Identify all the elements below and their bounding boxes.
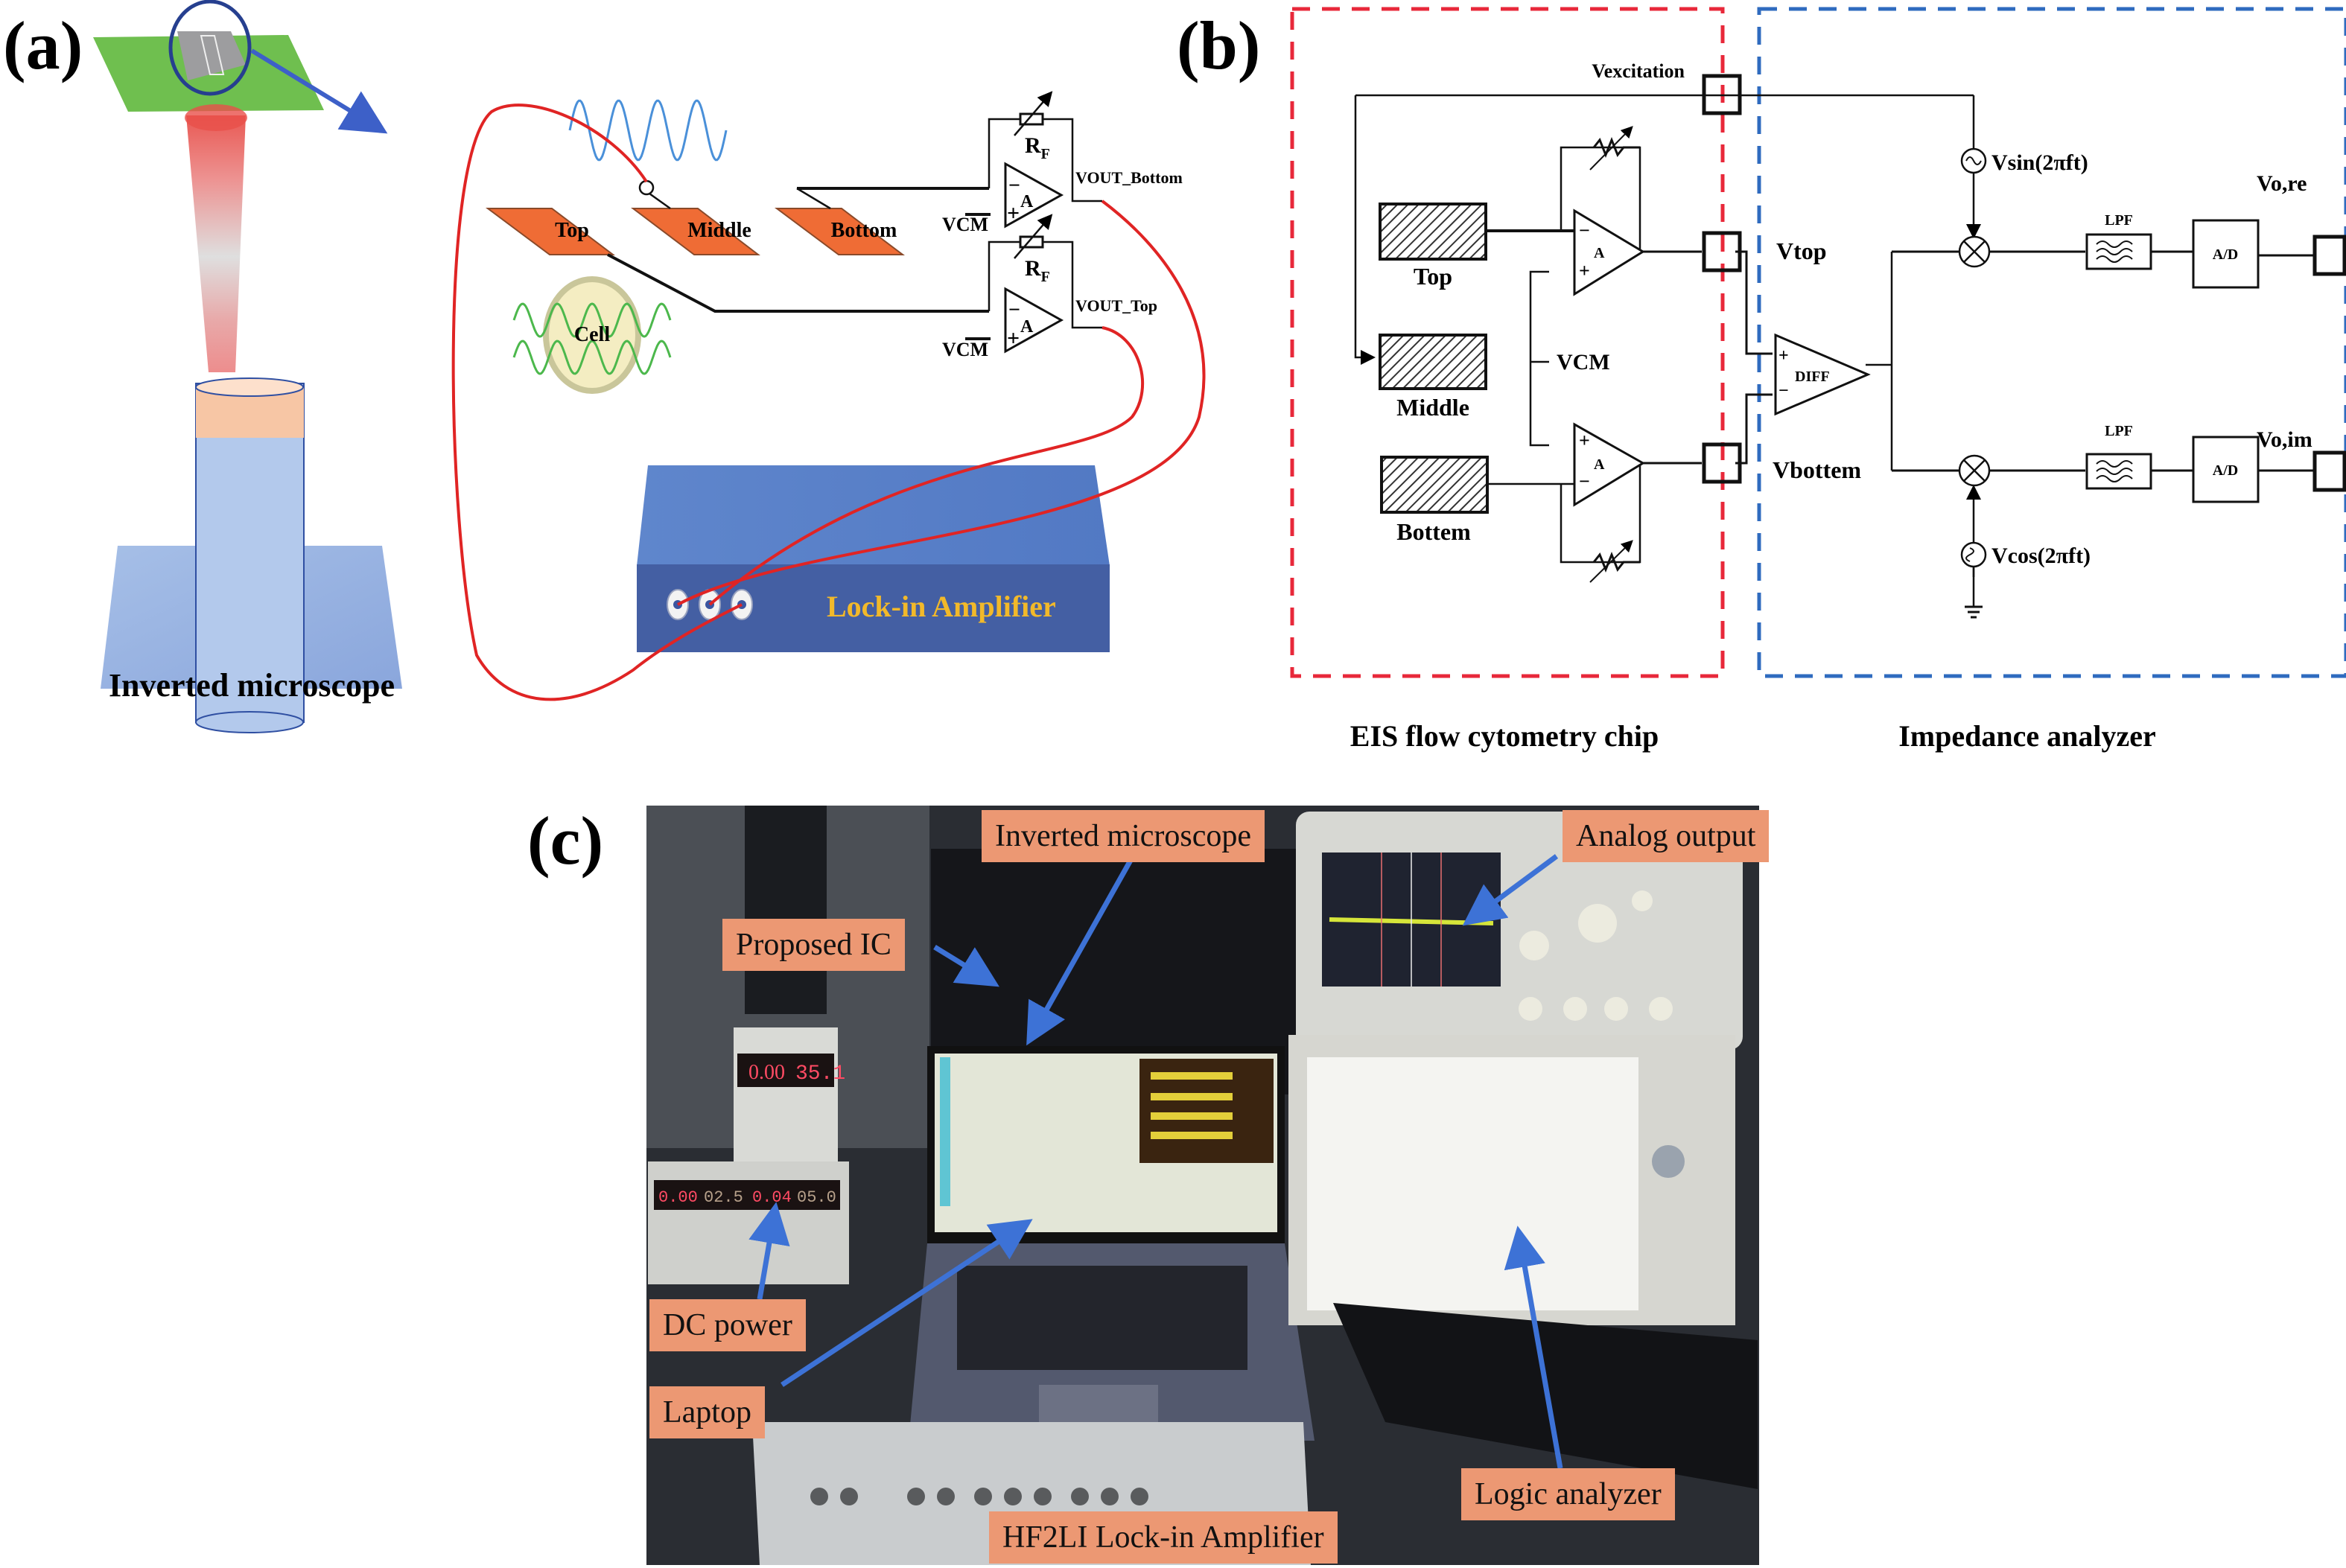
tia-bottom: − + A	[1004, 162, 1064, 229]
electrode-top: Top	[485, 208, 615, 255]
svg-text:Top: Top	[1414, 263, 1452, 290]
chip-holder	[177, 31, 246, 80]
psu1-current-readout: 0.00	[748, 1061, 785, 1084]
svg-text:−: −	[1579, 471, 1590, 492]
callout-logic-analyzer: Logic analyzer	[1461, 1468, 1675, 1520]
lockin-label: Lock-in Amplifier	[827, 590, 1056, 623]
rf-label-bottom: RF	[1025, 133, 1050, 162]
feedback-resistor-bottom	[1592, 551, 1640, 573]
svg-text:A: A	[1594, 245, 1605, 261]
svg-text:DIFF: DIFF	[1795, 369, 1830, 385]
callout-dc-power: DC power	[649, 1299, 806, 1351]
svg-text:+: +	[1007, 201, 1020, 226]
svg-text:Vcos(2πft): Vcos(2πft)	[1991, 544, 2091, 568]
svg-text:A/D: A/D	[2213, 462, 2238, 479]
vexcitation-label: Vexcitation	[1592, 60, 1685, 82]
vo-im-label: Vo,im	[2257, 427, 2312, 452]
chip-amp-bottom: + − A	[1573, 422, 1645, 507]
signal-wires	[451, 103, 1206, 701]
excitation-waveform	[568, 99, 728, 162]
adc-im: A/D	[2192, 436, 2260, 503]
svg-text:A: A	[1020, 317, 1034, 337]
svg-text:A/D: A/D	[2213, 246, 2238, 263]
svg-text:+: +	[1579, 260, 1590, 281]
chip-electrode-bottom: Bottem	[1380, 456, 1489, 545]
svg-text:A: A	[1020, 192, 1034, 211]
svg-text:Middle: Middle	[687, 219, 751, 242]
callout-hf2li-lockin: HF2LI Lock-in Amplifier	[989, 1511, 1338, 1564]
electrode-middle: Middle	[631, 208, 760, 255]
bond-pads	[1702, 74, 2346, 492]
callout-analog-output: Analog output	[1563, 810, 1770, 862]
vtop-label: Vtop	[1776, 238, 1827, 264]
psu2-ch1-current: 0.00	[658, 1188, 698, 1207]
psu2-ch2-current: 0.04	[752, 1188, 792, 1207]
vout-bottom-label: VOUT_Bottom	[1075, 168, 1183, 187]
analyzer-caption: Impedance analyzer	[1898, 719, 2156, 753]
chip-amp-top: − + A	[1573, 208, 1645, 296]
lpf-re: LPF	[2085, 212, 2152, 270]
svg-text:Top: Top	[555, 219, 589, 242]
sin-source: Vsin(2πft)	[1960, 147, 2088, 175]
lockin-amplifier-box: Lock-in Amplifier	[637, 465, 1110, 652]
cos-source: Vcos(2πft)	[1960, 541, 2091, 568]
vout-top-label: VOUT_Top	[1075, 296, 1157, 315]
chip-caption: EIS flow cytometry chip	[1350, 719, 1659, 753]
svg-text:LPF: LPF	[2105, 423, 2133, 439]
svg-text:−: −	[1008, 174, 1020, 197]
svg-text:Vsin(2πft): Vsin(2πft)	[1991, 150, 2088, 175]
analyzer-region-border	[1757, 7, 2346, 678]
mixer-im	[1958, 454, 1991, 487]
psu2-ch2-voltage: 05.0	[797, 1188, 836, 1207]
light-beam	[186, 115, 246, 372]
chip-electrode-middle: Middle	[1379, 334, 1487, 421]
adc-re: A/D	[2192, 219, 2260, 289]
vcm-label-1: VCM	[942, 214, 988, 235]
panel-a-label: (a)	[3, 7, 83, 83]
cell-label: Cell	[574, 323, 610, 346]
svg-text:−: −	[1008, 299, 1020, 322]
feedback-resistor-top	[1592, 136, 1640, 159]
svg-text:A: A	[1594, 456, 1605, 473]
diff-amp: + − DIFF	[1774, 333, 1871, 416]
lab-setup-photo: 0.00 35.1 0.00 02.5 0.04 05.0	[646, 806, 1759, 1565]
panel-b-label: (b)	[1177, 7, 1260, 83]
psu2-ch1-voltage: 02.5	[704, 1188, 743, 1207]
chip-electrode-top: Top	[1379, 203, 1487, 290]
tia-top: − + A	[1004, 287, 1064, 354]
callout-arrows	[748, 854, 1563, 1469]
svg-text:Middle: Middle	[1396, 394, 1469, 421]
rf-label-top: RF	[1025, 256, 1050, 285]
zoom-circle	[168, 0, 252, 96]
chip-region-border	[1290, 7, 1725, 678]
microscope-label: Inverted microscope	[109, 667, 395, 704]
svg-text:+: +	[1579, 430, 1590, 451]
callout-laptop: Laptop	[649, 1386, 765, 1438]
eis-circuit-wiring	[1354, 94, 2316, 619]
vo-re-label: Vo,re	[2257, 171, 2307, 196]
panel-c-label: (c)	[527, 803, 603, 879]
vcm-label: VCM	[1557, 350, 1610, 375]
lpf-im: LPF	[2085, 423, 2152, 490]
zoom-arrow	[250, 48, 388, 134]
vbottom-label: Vbottem	[1773, 456, 1861, 483]
callout-proposed-ic: Proposed IC	[722, 919, 905, 971]
svg-text:−: −	[1579, 220, 1590, 241]
svg-text:+: +	[1007, 326, 1020, 351]
svg-text:Bottom: Bottom	[831, 219, 897, 242]
mixer-re	[1958, 235, 1991, 268]
electrode-bottom: Bottom	[774, 208, 905, 255]
svg-text:Bottem: Bottem	[1396, 518, 1471, 545]
svg-text:+: +	[1778, 346, 1789, 366]
psu1-voltage-readout: 35.1	[795, 1062, 845, 1086]
svg-text:−: −	[1778, 381, 1789, 401]
vcm-label-2: VCM	[942, 339, 988, 360]
callout-inverted-microscope: Inverted microscope	[982, 810, 1265, 862]
svg-text:LPF: LPF	[2105, 212, 2133, 229]
